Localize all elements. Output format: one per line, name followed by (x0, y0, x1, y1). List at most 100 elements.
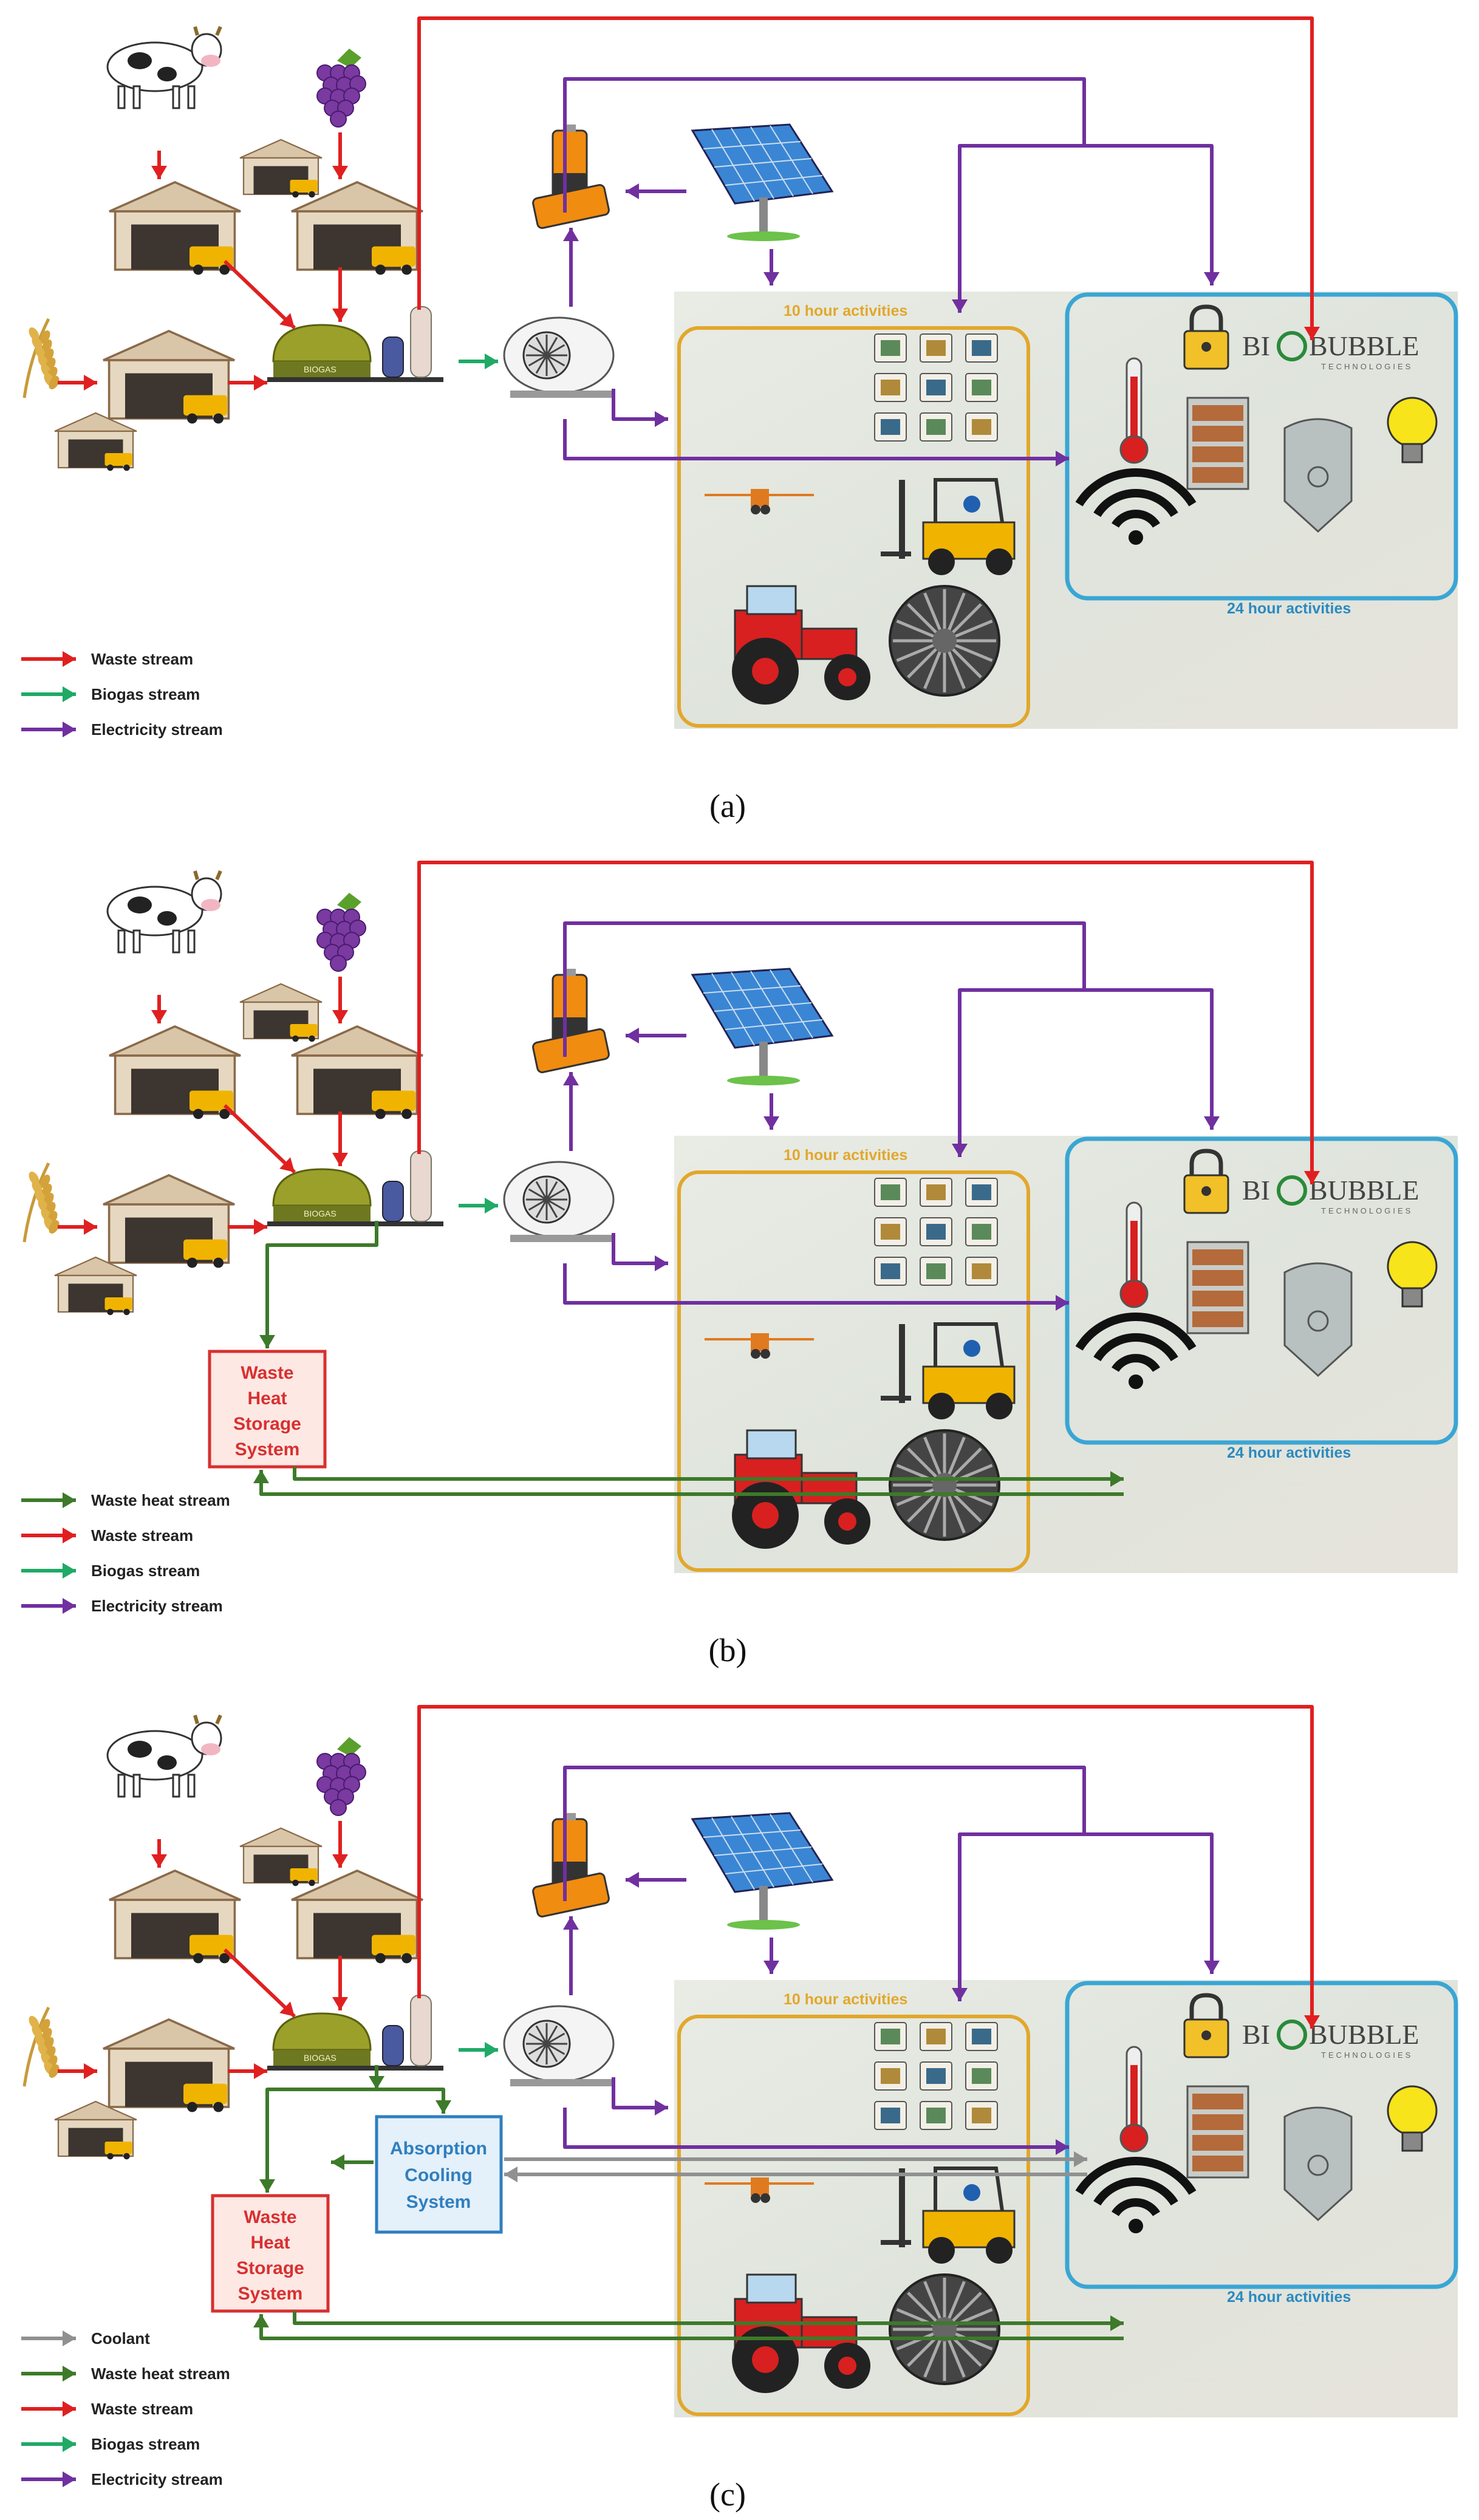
waste-arrow (58, 1219, 97, 1235)
biogas-digester-icon: BIOGAS (267, 1150, 443, 1226)
arrow-head (151, 166, 167, 179)
waste-arrow (151, 995, 167, 1023)
cow-icon (106, 870, 222, 954)
coolant-arrow (504, 2167, 1087, 2182)
heat-box-frame (208, 1350, 327, 1469)
waste-heat-arrow (293, 2311, 1124, 2331)
legend-label: Biogas stream (91, 1562, 200, 1580)
arrow-line (223, 1104, 296, 1174)
arrow-head (254, 375, 267, 391)
legend-swatch (21, 2471, 76, 2487)
arrow-head (952, 299, 968, 313)
legend-swatch (21, 1492, 76, 1508)
waste-heat-arrow (253, 1470, 1124, 1496)
arrow-head (1056, 1295, 1069, 1311)
waste-arrow (417, 1705, 1320, 2029)
arrow-head (63, 2366, 76, 2382)
legend-swatch (21, 2401, 76, 2417)
biogas-arrow (459, 1198, 498, 1214)
arrow-head (151, 1010, 167, 1023)
legend-label: Electricity stream (91, 720, 223, 739)
heat-box-line: Heat (247, 1388, 287, 1409)
digester-label: BIOGAS (304, 1209, 336, 1218)
fan-icon (889, 1429, 1000, 1541)
farm-shed-icon (103, 1174, 235, 1268)
arrow-head (332, 309, 348, 322)
fridge-icon (1186, 1241, 1249, 1334)
farm-shed-icon (239, 138, 323, 198)
farm-shed-icon (54, 412, 137, 471)
fridge-icon (1186, 2085, 1249, 2179)
arrow-line (958, 144, 1084, 313)
farm-shed-icon (239, 983, 323, 1042)
arrow-head (763, 1116, 779, 1130)
waste-arrow (332, 267, 348, 322)
electricity-arrow (626, 1028, 686, 1043)
farm-shed-icon (103, 2018, 235, 2112)
wifi-icon (1075, 2156, 1197, 2233)
arrow-line (417, 16, 1314, 340)
padlock-icon (1183, 1993, 1229, 2058)
waste-arrow (223, 259, 296, 330)
cooling-box-line: Absorption (390, 2139, 487, 2159)
farm-shed-icon (109, 1025, 241, 1119)
arrow-line (612, 2077, 668, 2109)
ten-hour-activities-box (677, 2015, 1030, 2416)
arrow-line (293, 2311, 1124, 2325)
battery-icon (532, 969, 610, 1073)
farm-shed-icon (109, 1870, 241, 1964)
arrow-head (563, 1916, 579, 1930)
arrow-head (63, 2471, 76, 2487)
logo-prefix: BI (1242, 330, 1270, 361)
twenty-four-hour-label: 24 hour activities (1227, 600, 1351, 617)
padlock-icon (1183, 1149, 1229, 1214)
waste-arrow (332, 1821, 348, 1868)
twenty-four-hour-label: 24 hour activities (1227, 2289, 1351, 2306)
waste-heat-arrow (293, 1467, 1124, 1487)
generator-icon (503, 2005, 615, 2086)
logo-sub: TECHNOLOGIES (1321, 362, 1413, 371)
biogas-digester-icon: BIOGAS (267, 306, 443, 382)
waste-arrow (58, 375, 97, 391)
cooling-box-line: Cooling (405, 2165, 473, 2185)
grapes-icon (316, 893, 366, 972)
logo-bubble-icon (1277, 1175, 1307, 1206)
legend-swatch (21, 1563, 76, 1579)
arrow-head (254, 1219, 267, 1235)
arrow-line (563, 419, 1069, 460)
arrow-head (763, 272, 779, 285)
arrow-head (253, 1470, 269, 1483)
heat-box-line: Storage (236, 2258, 304, 2278)
arrow-head (763, 1961, 779, 1974)
arrow-head (655, 1255, 668, 1271)
arrow-line (265, 1221, 378, 1348)
forklift-icon (881, 1322, 1016, 1419)
ten-hour-label: 10 hour activities (784, 302, 907, 319)
arrow-line (417, 1705, 1314, 2029)
thermometer-icon (1119, 2046, 1149, 2153)
biogas-arrow (459, 353, 498, 369)
electricity-arrow (626, 183, 686, 199)
thermometer-icon (1119, 357, 1149, 464)
electricity-arrow (612, 1233, 668, 1271)
twenty-four-hour-activities-box (1065, 1981, 1458, 2289)
arrow-head (952, 1988, 968, 2001)
battery-icon (532, 125, 610, 229)
heat-box-frame (211, 2194, 330, 2313)
arrow-head (84, 2063, 97, 2079)
ten-hour-activities-box (677, 1170, 1030, 1572)
arrow-head (1110, 1471, 1124, 1487)
arrow-head (63, 1528, 76, 1543)
waste-heat-arrow (253, 2314, 1124, 2340)
digester-label: BIOGAS (304, 364, 336, 374)
arrow-head (84, 1219, 97, 1235)
panel-caption: (a) (709, 788, 746, 824)
electricity-arrow (563, 2108, 1069, 2155)
arrow-line (223, 1948, 296, 2018)
farm-shed-icon (291, 1870, 423, 1964)
legend-swatch (21, 1528, 76, 1543)
ten-hour-label: 10 hour activities (784, 1147, 907, 1164)
waste-arrow (58, 2063, 97, 2079)
arrow-head (279, 313, 295, 328)
